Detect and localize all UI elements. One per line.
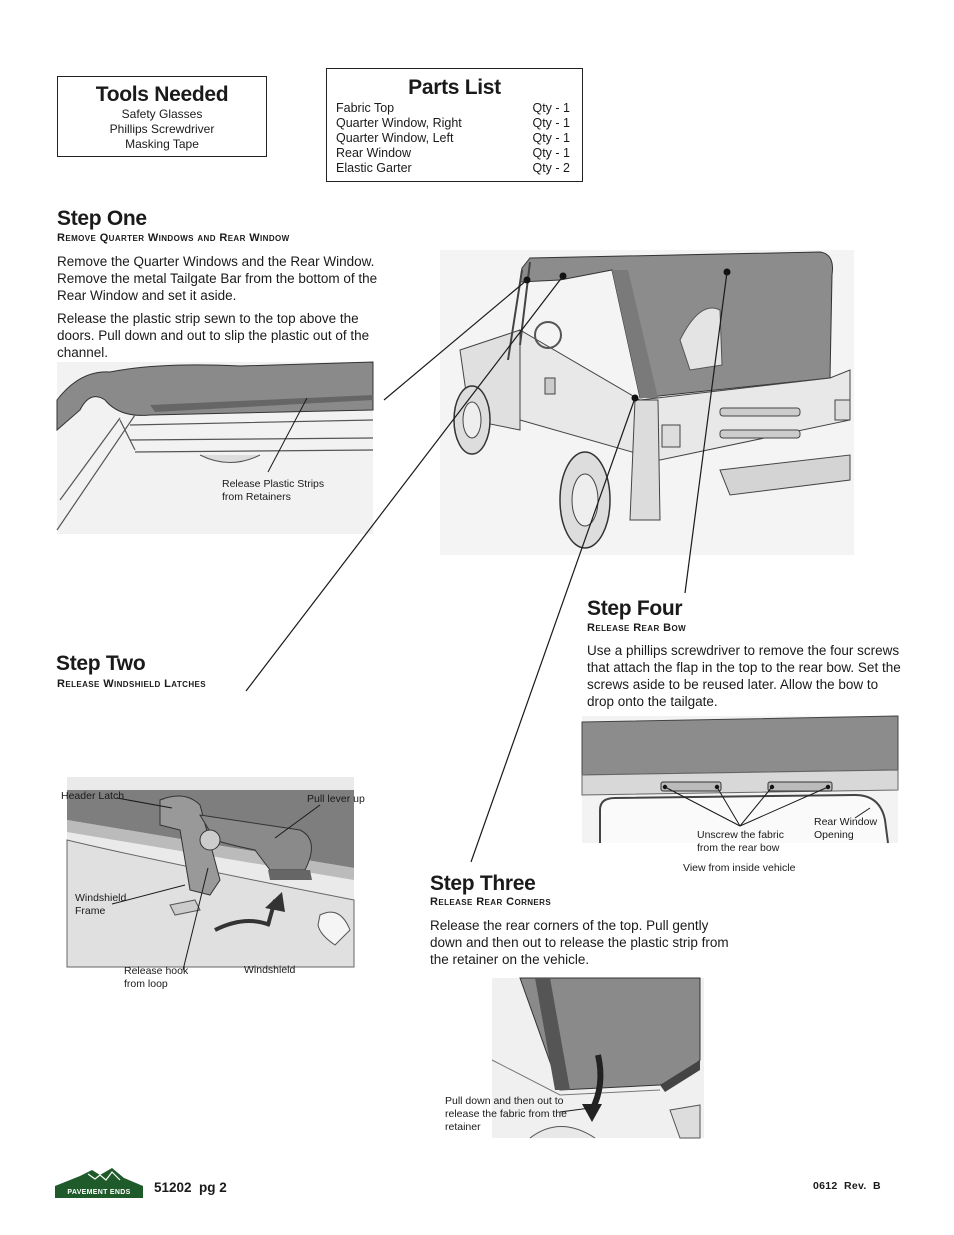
step4-subtitle: Release Rear Bow bbox=[587, 622, 687, 634]
pavement-ends-logo bbox=[55, 1168, 143, 1198]
parts-row: Quarter Window, Right Qty - 1 bbox=[327, 116, 582, 131]
logo-text: PAVEMENT ENDS bbox=[67, 1189, 131, 1196]
step4-paragraph: Use a phillips screwdriver to remove the… bbox=[587, 643, 901, 709]
step1-illustration bbox=[56, 361, 374, 534]
step4-caption-unscrew: Unscrew the fabric from the rear bow bbox=[697, 829, 784, 854]
step4-caption-rear-window-opening: Rear Window Opening bbox=[814, 816, 878, 841]
step2-caption-release-hook: Release hook from loop bbox=[124, 965, 189, 990]
step4-title: Step Four bbox=[587, 597, 683, 620]
part-qty: Qty - 1 bbox=[532, 101, 570, 115]
step1-paragraph-1: Remove the Quarter Windows and the Rear … bbox=[57, 254, 378, 303]
step4-illustration bbox=[581, 715, 899, 844]
parts-row: Fabric Top Qty - 1 bbox=[327, 101, 582, 116]
leader-lines bbox=[245, 271, 728, 863]
tools-needed-box: Tools Needed Safety Glasses Phillips Scr… bbox=[57, 76, 267, 157]
step3-title: Step Three bbox=[430, 872, 536, 895]
revision-label: 0612 Rev. B bbox=[813, 1180, 881, 1192]
part-qty: Qty - 1 bbox=[532, 131, 570, 145]
part-qty: Qty - 2 bbox=[532, 161, 570, 175]
tool-item: Phillips Screwdriver bbox=[109, 122, 215, 136]
parts-title: Parts List bbox=[408, 76, 501, 99]
jeep-illustration bbox=[440, 250, 854, 555]
part-name: Quarter Window, Left bbox=[336, 131, 454, 145]
step1-title: Step One bbox=[57, 207, 147, 230]
parts-row: Quarter Window, Left Qty - 1 bbox=[327, 131, 582, 146]
step3-illustration bbox=[491, 977, 704, 1139]
step4-caption-view: View from inside vehicle bbox=[683, 862, 796, 874]
part-qty: Qty - 1 bbox=[532, 116, 570, 130]
step3-caption: Pull down and then out to release the fa… bbox=[445, 1095, 567, 1133]
parts-row: Rear Window Qty - 1 bbox=[327, 146, 582, 161]
tools-title: Tools Needed bbox=[95, 83, 229, 106]
part-name: Elastic Garter bbox=[336, 161, 412, 175]
step3-paragraph: Release the rear corners of the top. Pul… bbox=[430, 918, 729, 967]
step2-title: Step Two bbox=[56, 652, 146, 675]
step2-caption-windshield: Windshield bbox=[244, 964, 296, 976]
step1-subtitle: Remove Quarter Windows and Rear Window bbox=[57, 232, 290, 244]
step2-illustration bbox=[66, 777, 355, 971]
parts-row: Elastic Garter Qty - 2 bbox=[327, 161, 582, 176]
part-qty: Qty - 1 bbox=[532, 146, 570, 160]
step1-caption: Release Plastic Strips from Retainers bbox=[222, 478, 325, 503]
step2-caption-windshield-frame: Windshield Frame bbox=[75, 892, 127, 917]
tool-item: Masking Tape bbox=[125, 137, 199, 151]
page-number: 51202 pg 2 bbox=[154, 1180, 227, 1195]
step1-paragraph-2: Release the plastic strip sewn to the to… bbox=[57, 311, 370, 360]
step2-caption-pull-lever: Pull lever up bbox=[307, 793, 365, 805]
tool-item: Safety Glasses bbox=[121, 107, 203, 121]
part-name: Quarter Window, Right bbox=[336, 116, 462, 130]
step3-subtitle: Release Rear Corners bbox=[430, 896, 552, 908]
part-name: Fabric Top bbox=[336, 101, 395, 115]
part-name: Rear Window bbox=[336, 146, 412, 160]
step2-subtitle: Release Windshield Latches bbox=[57, 678, 206, 690]
step2-caption-header-latch: Header Latch bbox=[61, 790, 125, 802]
